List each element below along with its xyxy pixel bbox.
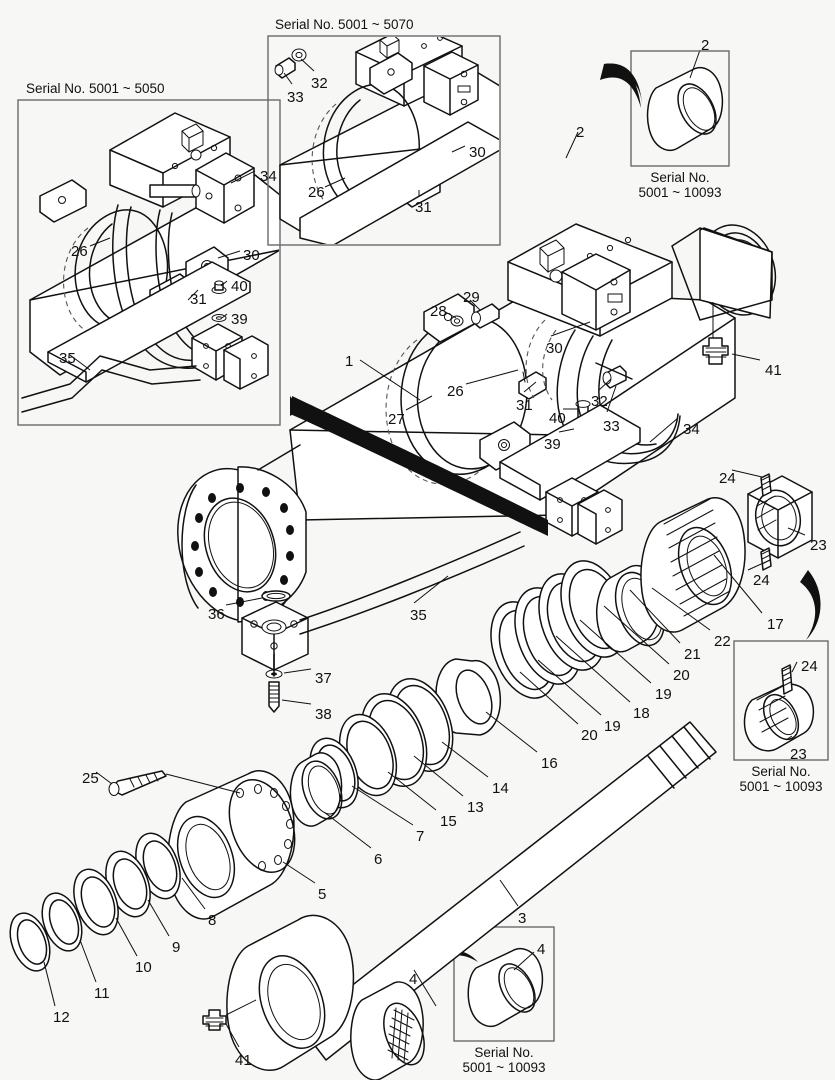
callout-number-10: 10: [135, 959, 152, 976]
callout-number-12: 12: [53, 1009, 70, 1026]
callout-number-1: 1: [345, 353, 354, 370]
callout-number-34: 34: [683, 421, 700, 438]
callout-number-4: 4: [409, 971, 418, 988]
callout-number-16: 16: [541, 755, 558, 772]
callout-number-40: 40: [231, 278, 248, 295]
callout-number-26: 26: [447, 383, 464, 400]
callout-number-35: 35: [59, 350, 76, 367]
callout-number-23: 23: [810, 537, 827, 554]
callout-number-18: 18: [633, 705, 650, 722]
callout-number-23: 23: [790, 746, 807, 763]
callout-number-31: 31: [516, 397, 533, 414]
callout-number-4: 4: [537, 941, 546, 958]
callout-number-30: 30: [546, 340, 563, 357]
callout-number-29: 29: [463, 289, 480, 306]
callout-number-39: 39: [231, 311, 248, 328]
serial-caption-inset-nut-23-line2: 5001 ~ 10093: [739, 779, 823, 794]
callout-number-31: 31: [415, 199, 432, 216]
callout-number-40: 40: [549, 410, 566, 427]
callout-number-3: 3: [518, 910, 527, 927]
callout-number-26: 26: [308, 184, 325, 201]
callout-number-31: 31: [190, 291, 207, 308]
callout-number-9: 9: [172, 939, 181, 956]
callout-number-24: 24: [801, 658, 818, 675]
callout-number-6: 6: [374, 851, 383, 868]
callout-number-33: 33: [603, 418, 620, 435]
callout-number-32: 32: [591, 393, 608, 410]
callout-number-20: 20: [673, 667, 690, 684]
callout-number-28: 28: [430, 303, 447, 320]
callout-number-21: 21: [684, 646, 701, 663]
serial-caption-inset-5001-5070: Serial No. 5001 ~ 5070: [275, 17, 414, 32]
callout-number-7: 7: [416, 828, 425, 845]
callout-number-26: 26: [71, 243, 88, 260]
callout-number-34: 34: [260, 168, 277, 185]
callout-number-19: 19: [655, 686, 672, 703]
callout-number-32: 32: [311, 75, 328, 92]
callout-number-36: 36: [208, 606, 225, 623]
callout-number-30: 30: [469, 144, 486, 161]
callout-number-39: 39: [544, 436, 561, 453]
serial-caption-inset-nut-23-line1: Serial No.: [751, 764, 811, 779]
serial-caption-inset-bushing-4-line1: Serial No.: [474, 1045, 534, 1060]
callout-number-24: 24: [719, 470, 736, 487]
callout-number-33: 33: [287, 89, 304, 106]
callout-number-35: 35: [410, 607, 427, 624]
callout-number-11: 11: [94, 985, 110, 1002]
callout-number-22: 22: [714, 633, 731, 650]
callout-number-5: 5: [318, 886, 327, 903]
callout-number-20: 20: [581, 727, 598, 744]
serial-caption-inset-5001-5050: Serial No. 5001 ~ 5050: [26, 81, 165, 96]
callout-number-25: 25: [82, 770, 99, 787]
serial-caption-inset-bushing-2-line1: Serial No.: [650, 170, 710, 185]
callout-number-8: 8: [208, 912, 217, 929]
callout-number-24: 24: [753, 572, 770, 589]
callout-number-2: 2: [701, 37, 710, 54]
callout-number-30: 30: [243, 247, 260, 264]
callout-number-17: 17: [767, 616, 784, 633]
callout-number-19: 19: [604, 718, 621, 735]
serial-caption-inset-bushing-2-line2: 5001 ~ 10093: [638, 185, 722, 200]
callout-number-41: 41: [235, 1052, 252, 1069]
callout-number-15: 15: [440, 813, 457, 830]
callout-number-41: 41: [765, 362, 782, 379]
callout-number-38: 38: [315, 706, 332, 723]
callout-number-2: 2: [576, 124, 585, 141]
callout-number-13: 13: [467, 799, 484, 816]
callout-number-27: 27: [388, 411, 405, 428]
serial-caption-inset-bushing-4-line2: 5001 ~ 10093: [462, 1060, 546, 1075]
callout-number-37: 37: [315, 670, 332, 687]
callout-number-14: 14: [492, 780, 509, 797]
